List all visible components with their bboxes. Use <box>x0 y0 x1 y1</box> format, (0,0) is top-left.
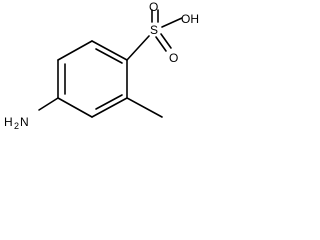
sulfur-oxygen-bottom-bond-a <box>155 36 167 52</box>
sulfur-hydroxyl-bond <box>161 17 183 28</box>
chemical-structure: S O OH O H 2 N <box>4 0 199 131</box>
sulfur-label: S <box>150 23 158 37</box>
ring-bond-bottom-right-inner <box>95 94 123 110</box>
ring-to-methyl-bond <box>126 97 163 118</box>
oxygen-top-label: O <box>149 0 158 14</box>
ring-bond-top-left <box>57 40 93 61</box>
ring-bond-top-inner <box>95 48 123 64</box>
ring-bond-top <box>91 40 128 61</box>
amine-n-label: N <box>20 115 29 129</box>
amine-subscript-label: 2 <box>14 121 19 131</box>
hydroxyl-label: OH <box>181 12 199 26</box>
ring-bond-bottom-right <box>91 97 128 118</box>
ring-bond-bottom-left <box>57 97 93 118</box>
ring-to-amine-bond <box>38 97 59 111</box>
oxygen-bottom-label: O <box>169 51 178 65</box>
amine-h-label: H <box>4 115 13 129</box>
ring-to-sulfur-bond <box>126 35 150 61</box>
sulfur-oxygen-bottom-bond-b <box>160 33 172 49</box>
